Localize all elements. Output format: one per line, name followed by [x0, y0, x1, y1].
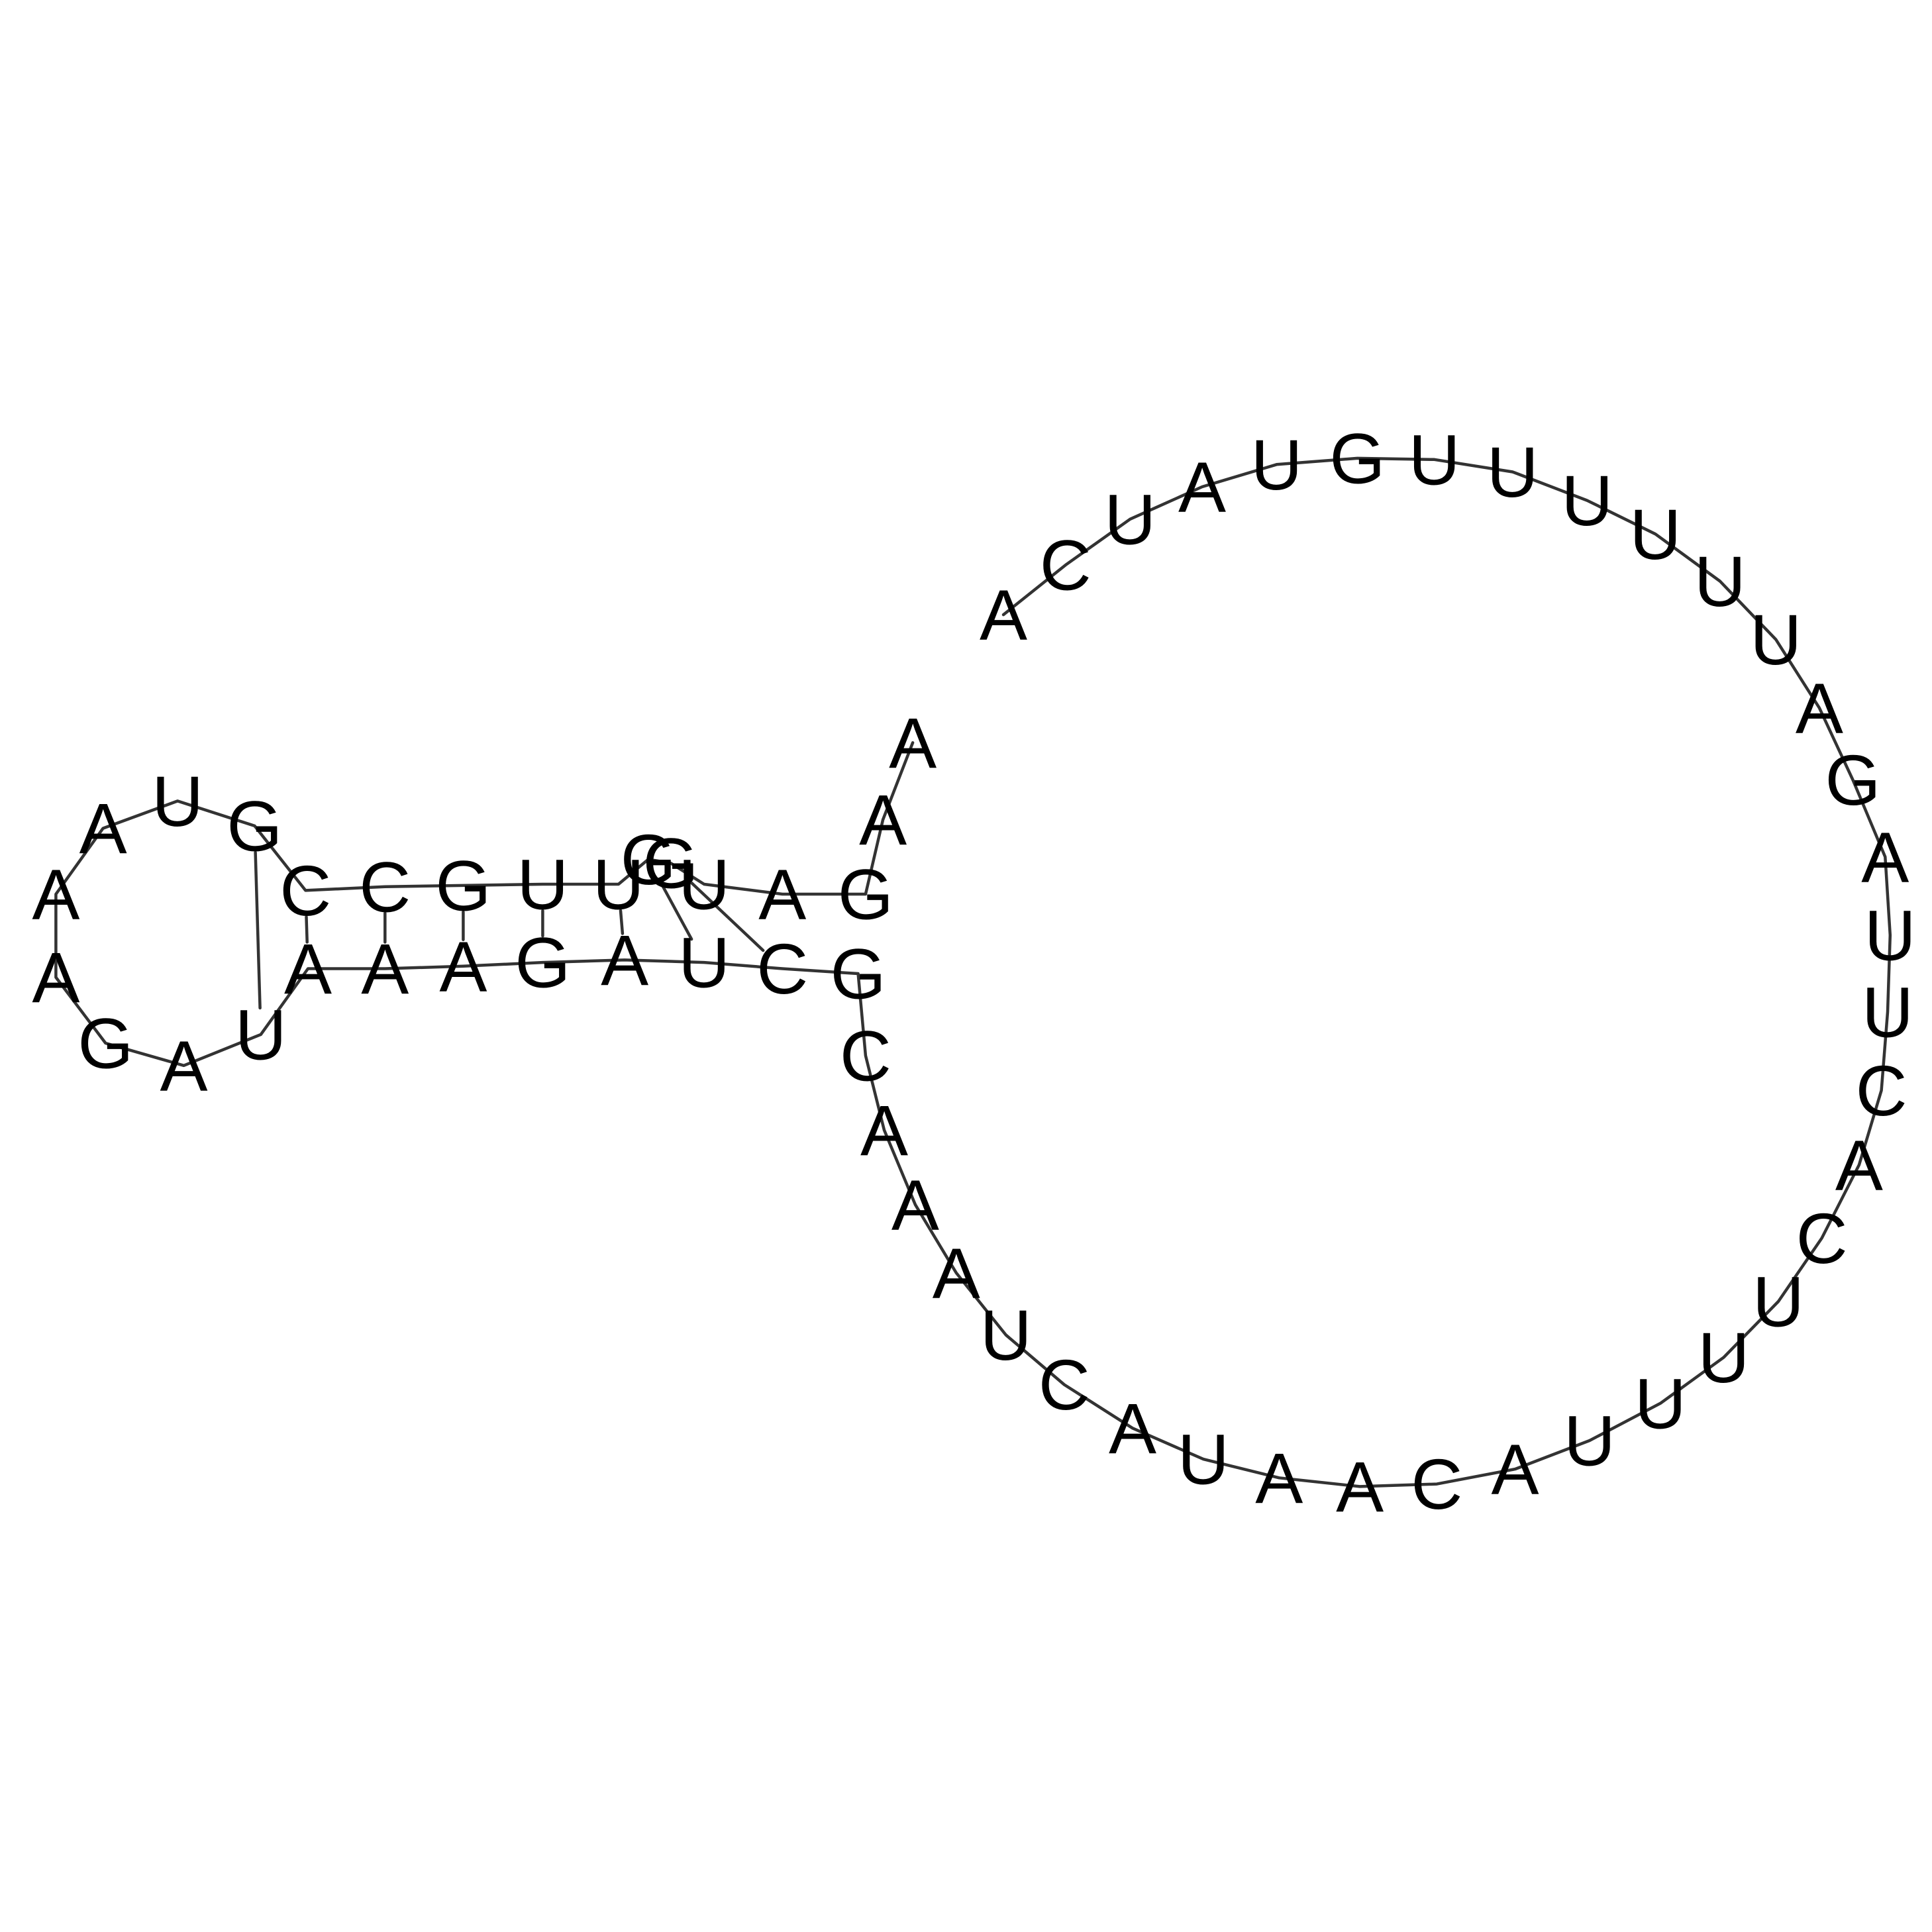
nucleotide-6: G: [642, 823, 698, 903]
nucleotide-50: A: [1861, 817, 1909, 897]
nucleotide-36: U: [1178, 1419, 1229, 1500]
nucleotide-23: A: [439, 926, 487, 1006]
nucleotide-60: U: [1251, 425, 1303, 505]
base-pair-bond-3: [619, 909, 625, 935]
nucleotide-24: G: [515, 923, 570, 1003]
nucleotide-18: G: [77, 1003, 133, 1084]
nucleotide-42: U: [1635, 1363, 1686, 1443]
nucleotide-5: U: [678, 844, 730, 925]
nucleotide-29: C: [840, 1015, 891, 1095]
nucleotide-64: A: [980, 575, 1027, 655]
nucleotide-44: U: [1753, 1262, 1804, 1342]
nucleotide-59: G: [1329, 418, 1385, 498]
nucleotide-13: G: [227, 786, 282, 866]
nucleotide-45: C: [1796, 1198, 1848, 1278]
nucleotide-39: C: [1411, 1444, 1462, 1524]
nucleotide-40: A: [1491, 1429, 1539, 1509]
nucleotide-62: U: [1104, 479, 1156, 559]
nucleotide-31: A: [891, 1164, 939, 1245]
nucleotide-47: C: [1856, 1050, 1907, 1131]
nucleotide-57: U: [1487, 432, 1539, 512]
nucleotide-35: A: [1109, 1388, 1156, 1468]
nucleotide-22: A: [361, 929, 409, 1009]
nucleotide-11: C: [359, 846, 411, 927]
nucleotide-7: G: [621, 819, 676, 899]
base-pair-bond-8: [254, 850, 262, 1010]
nucleotide-63: C: [1040, 525, 1092, 605]
nucleotide-32: A: [933, 1233, 980, 1313]
nucleotide-2: A: [859, 780, 907, 860]
nucleotide-26: U: [678, 923, 730, 1003]
nucleotide-15: A: [79, 788, 127, 868]
nucleotide-33: U: [980, 1295, 1032, 1375]
nucleotide-10: G: [435, 845, 491, 925]
nucleotide-17: A: [32, 937, 79, 1017]
nucleotide-54: U: [1694, 541, 1746, 621]
nucleotide-25: A: [601, 920, 648, 1000]
nucleotide-12: C: [280, 850, 331, 931]
nucleotide-53: U: [1750, 599, 1802, 680]
nucleotide-58: U: [1409, 419, 1460, 499]
nucleotide-14: U: [152, 761, 203, 841]
nucleotide-21: A: [284, 929, 332, 1009]
nucleotide-48: U: [1862, 972, 1913, 1052]
nucleotide-4: A: [758, 854, 806, 935]
nucleotide-37: A: [1255, 1438, 1303, 1518]
nucleotide-20: U: [235, 994, 287, 1074]
base-pair-bond-2: [659, 881, 693, 941]
nucleotide-19: A: [160, 1025, 207, 1105]
nucleotide-61: A: [1178, 447, 1226, 527]
nucleotide-27: C: [756, 929, 808, 1009]
nucleotide-51: G: [1825, 740, 1880, 820]
nucleotide-38: A: [1336, 1447, 1384, 1527]
nucleotide-43: U: [1698, 1317, 1750, 1398]
backbone-line: [54, 456, 1892, 1488]
base-pair-bond-1: [688, 880, 765, 952]
nucleotide-46: A: [1835, 1125, 1883, 1205]
nucleotide-28: G: [831, 934, 886, 1014]
nucleotide-49: U: [1864, 895, 1916, 975]
nucleotide-8: U: [593, 844, 644, 925]
nucleotide-3: G: [838, 854, 893, 935]
nucleotide-9: U: [517, 844, 568, 925]
nucleotide-34: C: [1039, 1345, 1090, 1425]
nucleotide-55: U: [1629, 494, 1681, 574]
nucleotide-16: A: [32, 854, 79, 935]
base-pair-bonds: [254, 850, 765, 1010]
nucleotide-56: U: [1561, 460, 1613, 540]
nucleotide-30: A: [860, 1090, 908, 1170]
nucleotide-1: A: [889, 703, 937, 783]
nucleotide-52: A: [1796, 668, 1843, 748]
nucleotide-41: U: [1564, 1401, 1615, 1481]
